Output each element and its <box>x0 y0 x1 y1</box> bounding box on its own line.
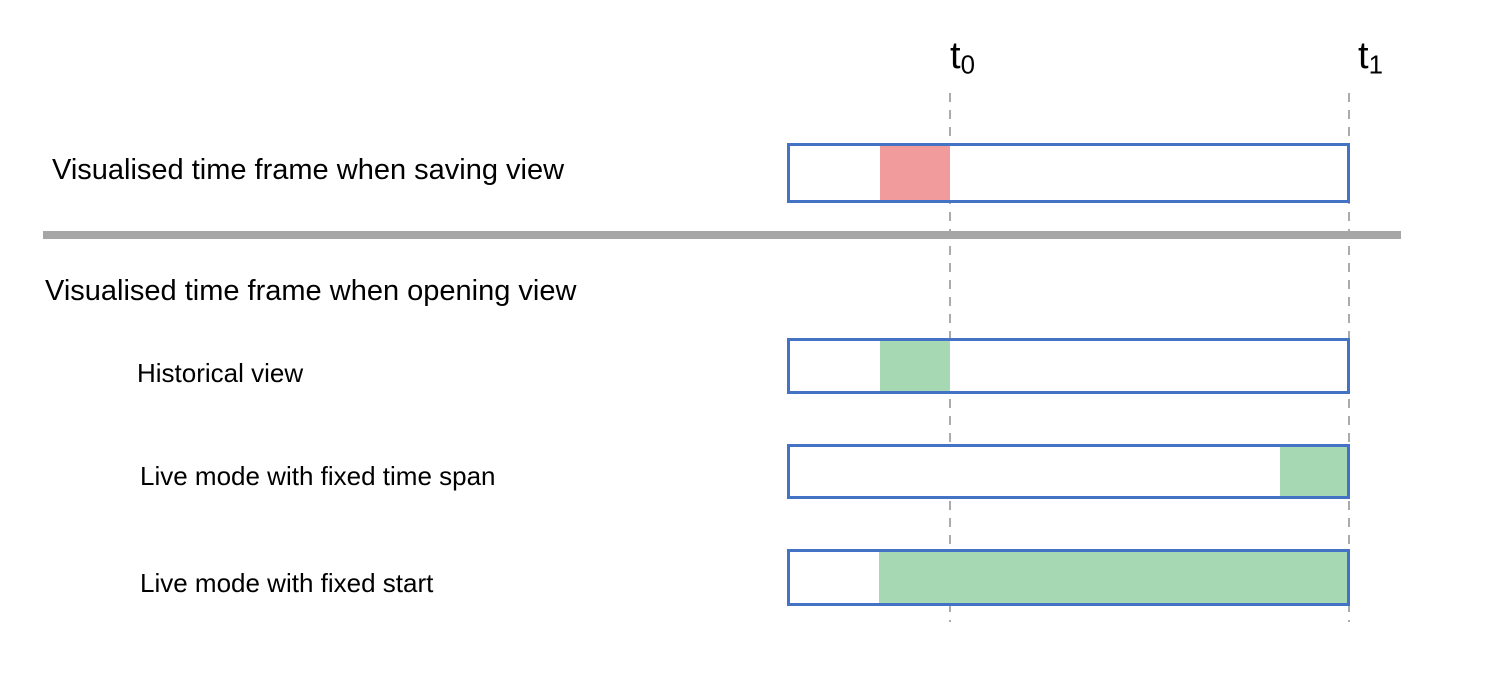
fixed-time-span-highlight-segment <box>1280 447 1347 496</box>
historical-view-label: Historical view <box>137 358 304 388</box>
t0-label: t0 <box>950 34 975 80</box>
saving-section-heading: Visualised time frame when saving view <box>52 154 565 186</box>
live-fixed-time-span-bar <box>787 444 1350 499</box>
section-divider <box>43 231 1401 239</box>
live-fixed-time-span-label: Live mode with fixed time span <box>140 461 496 491</box>
t1-subscript: 1 <box>1368 51 1383 80</box>
saving-highlight-segment <box>880 146 950 200</box>
t1-label: t1 <box>1358 34 1383 80</box>
saving-timeframe-bar <box>787 143 1350 203</box>
t0-subscript: 0 <box>960 51 975 80</box>
opening-section-heading: Visualised time frame when opening view <box>45 275 577 307</box>
t1-base: t <box>1358 35 1369 77</box>
fixed-start-highlight-segment <box>879 552 1347 603</box>
historical-view-bar <box>787 338 1350 394</box>
live-fixed-start-label: Live mode with fixed start <box>140 568 434 598</box>
live-fixed-start-bar <box>787 549 1350 606</box>
t0-base: t <box>950 35 961 77</box>
historical-highlight-segment <box>880 341 950 391</box>
